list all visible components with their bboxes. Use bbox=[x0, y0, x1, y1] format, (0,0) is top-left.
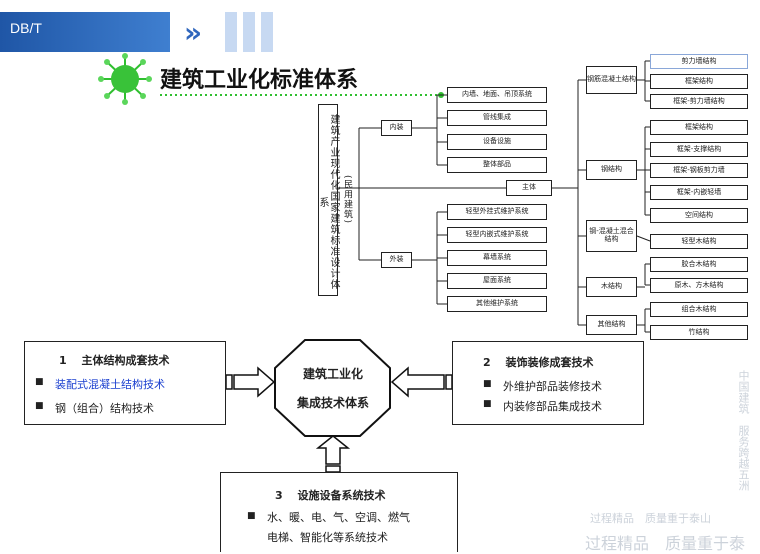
box2-item-exterior: 外维护部品装修技术 bbox=[503, 380, 602, 393]
octagon-shape bbox=[274, 339, 391, 437]
node-exterior-item: 屋面系统 bbox=[447, 273, 547, 289]
box2-title: 2 装饰装修成套技术 bbox=[483, 356, 594, 369]
node-interior: 内装 bbox=[381, 120, 412, 136]
box3-line2: 电梯、智能化等系统技术 bbox=[267, 531, 388, 544]
leaf-node: 框架结构 bbox=[650, 74, 748, 89]
node-main: 主体 bbox=[506, 180, 552, 196]
decoration-box: 2 装饰装修成套技术 ■ 外维护部品装修技术 ■ 内装修部品集成技术 bbox=[452, 341, 644, 425]
chevron-icon: » bbox=[172, 14, 214, 50]
bullet-icon: ■ bbox=[35, 377, 44, 387]
leaf-node: 原木、方木结构 bbox=[650, 278, 748, 293]
leaf-node: 剪力墙结构 bbox=[650, 54, 748, 69]
main-structure-box: 1 主体结构成套技术 ■ 装配式混凝土结构技术 ■ 钢（组合）结构技术 bbox=[24, 341, 226, 425]
watermark: 中国建筑 服务跨越五洲 bbox=[737, 370, 750, 491]
leaf-node: 胶合木结构 bbox=[650, 257, 748, 272]
box3-line1: 水、暖、电、气、空调、燃气 bbox=[267, 511, 410, 524]
leaf-node: 框架-内嵌轻墙 bbox=[650, 185, 748, 200]
box1-title: 1 主体结构成套技术 bbox=[59, 354, 170, 367]
box1-item-precast: 装配式混凝土结构技术 bbox=[55, 378, 165, 391]
header-stripe bbox=[243, 12, 255, 52]
header-stripe bbox=[225, 12, 237, 52]
node-exterior-item: 幕墙系统 bbox=[447, 250, 547, 266]
node-other: 其他结构 bbox=[586, 315, 637, 335]
box2-item-interior: 内装修部品集成技术 bbox=[503, 400, 602, 413]
box3-title: 3 设施设备系统技术 bbox=[275, 489, 386, 502]
doc-tag: DB/T bbox=[10, 20, 42, 36]
header-bar bbox=[0, 12, 170, 52]
leaf-node: 组合木结构 bbox=[650, 302, 748, 317]
root-label: 建筑产业现代化国家建筑标准设计体系 bbox=[317, 114, 339, 290]
leaf-node: 框架-剪力墙结构 bbox=[650, 94, 748, 109]
node-interior-item: 内墙、地面、吊顶系统 bbox=[447, 87, 547, 103]
node-wood: 木结构 bbox=[586, 277, 637, 297]
leaf-node: 框架-钢板剪力墙 bbox=[650, 163, 748, 178]
node-interior-item: 管线集成 bbox=[447, 110, 547, 126]
node-exterior-item: 轻型内嵌式维护系统 bbox=[447, 227, 547, 243]
node-exterior: 外装 bbox=[381, 252, 412, 268]
facilities-box: 3 设施设备系统技术 ■ 水、暖、电、气、空调、燃气 电梯、智能化等系统技术 bbox=[220, 472, 458, 552]
node-exterior-item: 其他维护系统 bbox=[447, 296, 547, 312]
leaf-node: 竹结构 bbox=[650, 325, 748, 340]
header-stripe bbox=[261, 12, 273, 52]
root-sub-label: (民用建筑) bbox=[342, 175, 352, 225]
green-burst-icon bbox=[98, 53, 152, 105]
bullet-icon: ■ bbox=[247, 511, 256, 521]
bullet-icon: ■ bbox=[483, 399, 492, 409]
leaf-node: 框架-支撑结构 bbox=[650, 142, 748, 157]
leaf-node: 框架结构 bbox=[650, 120, 748, 135]
page-title: 建筑工业化标准体系 bbox=[160, 68, 359, 93]
node-exterior-item: 轻型外挂式维护系统 bbox=[447, 204, 547, 220]
node-rc: 钢筋混凝土结构 bbox=[586, 66, 637, 94]
node-interior-item: 整体部品 bbox=[447, 157, 547, 173]
watermark: 过程精品 质量重于泰山 bbox=[590, 512, 711, 525]
bullet-icon: ■ bbox=[35, 401, 44, 411]
leaf-node: 轻型木结构 bbox=[650, 234, 748, 249]
watermark: 过程精品 质量重于泰 bbox=[585, 534, 746, 553]
node-hybrid: 钢-混凝土混合结构 bbox=[586, 220, 637, 252]
bullet-icon: ■ bbox=[483, 379, 492, 389]
center-title-line1: 建筑工业化 bbox=[302, 367, 363, 381]
box1-item-steel: 钢（组合）结构技术 bbox=[55, 402, 154, 415]
center-title-line2: 集成技术体系 bbox=[296, 396, 369, 410]
node-steel: 钢结构 bbox=[586, 160, 637, 180]
root-node: 建筑产业现代化国家建筑标准设计体系 bbox=[317, 104, 339, 296]
node-interior-item: 设备设施 bbox=[447, 134, 547, 150]
leaf-node: 空间结构 bbox=[650, 208, 748, 223]
